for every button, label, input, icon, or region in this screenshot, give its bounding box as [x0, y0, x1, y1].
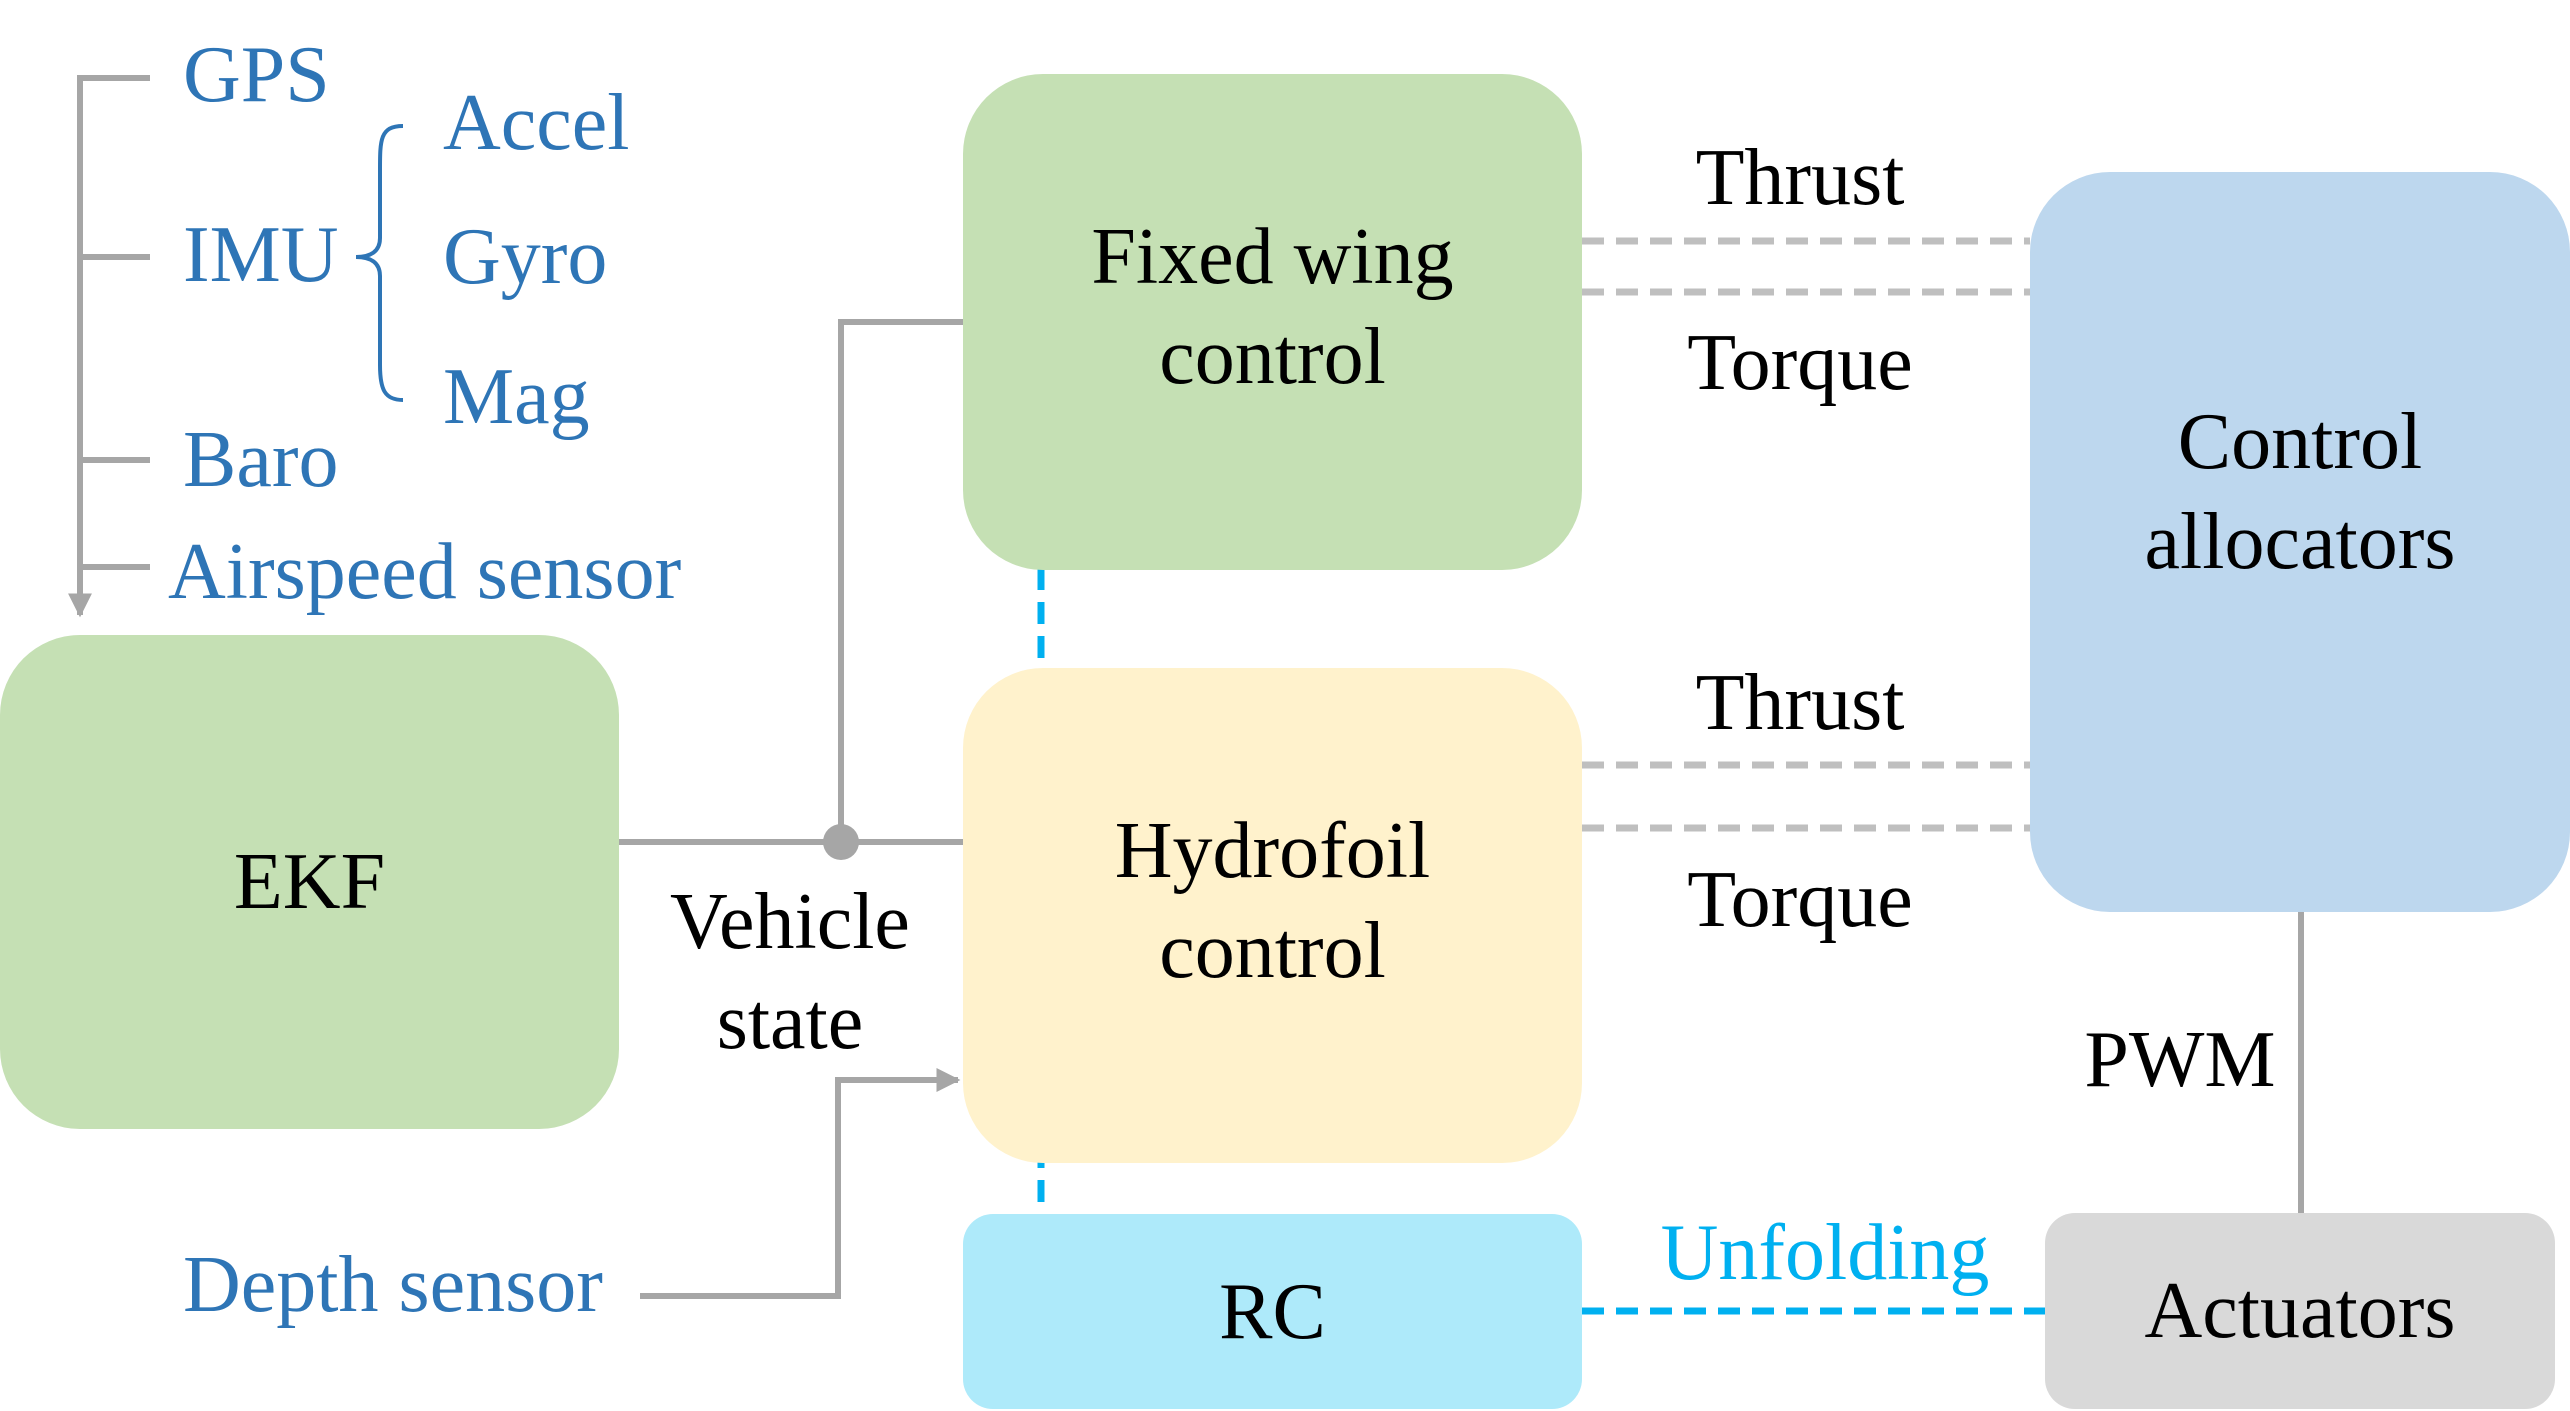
depth-sensor-line: [640, 1068, 961, 1299]
torque-label-bottom: Torque: [1687, 856, 1913, 944]
torque-label-top: Torque: [1687, 319, 1913, 407]
imu-brace: [355, 124, 404, 402]
accel-sensor-label: Accel: [443, 79, 630, 167]
airspeed-sensor-label: Airspeed sensor: [168, 528, 682, 616]
rc-block: RC: [963, 1214, 1582, 1409]
sensor-bus-line: [68, 75, 150, 618]
fixed-wing-control-block: Fixed wing control: [963, 74, 1582, 570]
depth-sensor-label: Depth sensor: [183, 1241, 603, 1329]
control-allocators-label: Control allocators: [2144, 398, 2456, 586]
mag-sensor-label: Mag: [443, 353, 590, 441]
actuators-label: Actuators: [2144, 1267, 2456, 1355]
pwm-label: PWM: [2084, 1016, 2276, 1104]
hydrofoil-control-label: Hydrofoil control: [1114, 806, 1431, 995]
state-junction-dot: [823, 824, 859, 860]
hydrofoil-control-block: Hydrofoil control: [963, 668, 1582, 1163]
unfolding-label: Unfolding: [1660, 1209, 1990, 1297]
ekf-block: EKF: [0, 635, 619, 1129]
control-allocators-block: Control allocators: [2030, 172, 2570, 912]
baro-sensor-label: Baro: [183, 416, 339, 504]
gps-sensor-label: GPS: [183, 31, 330, 119]
rc-label: RC: [1219, 1267, 1326, 1356]
fixed-wing-feed-line: [838, 319, 963, 842]
thrust-label-top: Thrust: [1695, 134, 1905, 222]
ekf-label: EKF: [233, 838, 386, 926]
fixed-wing-control-label: Fixed wing control: [1091, 213, 1454, 401]
vehicle-state-label: Vehicle state: [670, 878, 910, 1066]
gyro-sensor-label: Gyro: [443, 213, 608, 301]
actuators-block: Actuators: [2045, 1213, 2555, 1409]
imu-sensor-label: IMU: [183, 211, 339, 299]
thrust-label-bottom: Thrust: [1695, 659, 1905, 747]
